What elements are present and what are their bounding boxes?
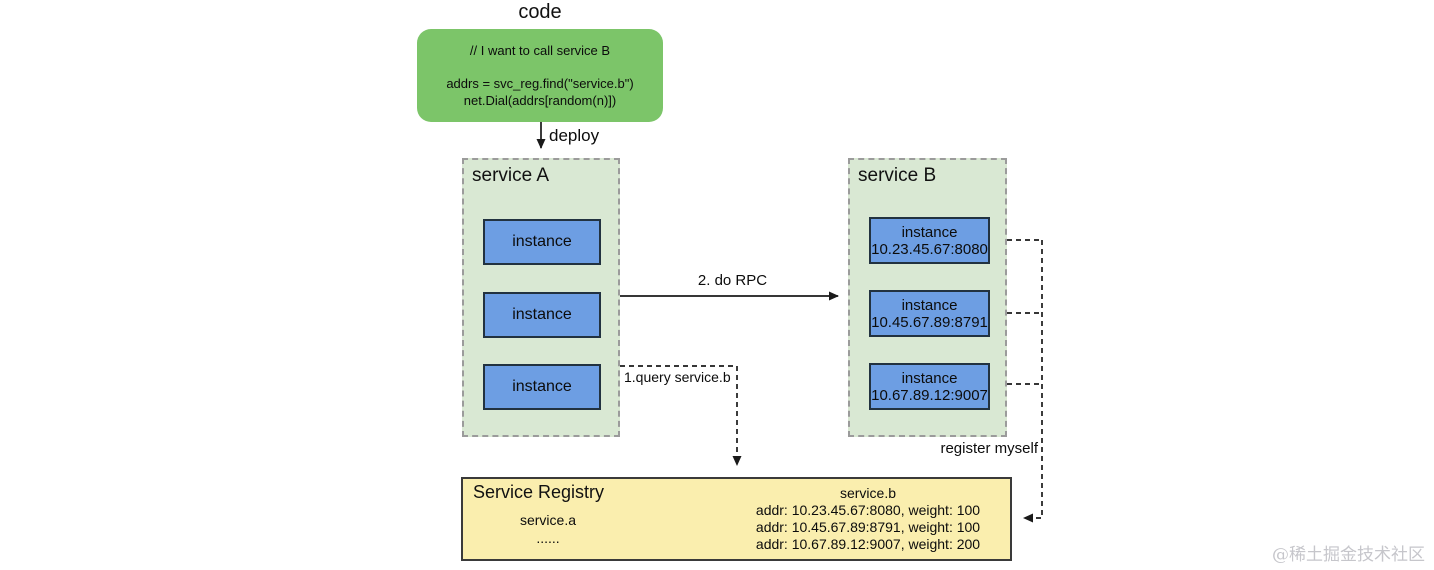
instance-addr: 10.45.67.89:8791 [871, 313, 988, 331]
watermark: @稀土掘金技术社区 [1272, 545, 1425, 565]
service-b-instance-1: instance 10.23.45.67:8080 [869, 217, 990, 264]
service-b-instance-3: instance 10.67.89.12:9007 [869, 363, 990, 410]
query-label: 1.query service.b [624, 369, 731, 385]
registry-service-a-label: service.a [519, 512, 577, 528]
register-arrow [1023, 240, 1043, 523]
service-a-instance-3: instance [483, 364, 601, 410]
service-b-box: service B instance 10.23.45.67:8080 inst… [848, 158, 1007, 437]
registry-addr-1: addr: 10.23.45.67:8080, weight: 100 [755, 502, 981, 518]
service-registry-title: Service Registry [473, 482, 605, 502]
code-box: // I want to call service B addrs = svc_… [417, 29, 663, 122]
registry-addr-3: addr: 10.67.89.12:9007, weight: 200 [755, 536, 981, 552]
service-a-instance-2: instance [483, 292, 601, 338]
code-comment: // I want to call service B [469, 43, 611, 58]
deploy-label: deploy [549, 126, 600, 145]
code-line-2: net.Dial(addrs[random(n)]) [463, 93, 617, 108]
service-a-box: service A instance instance instance [462, 158, 620, 437]
instance-name: instance [901, 296, 958, 314]
registry-addr-2: addr: 10.45.67.89:8791, weight: 100 [755, 519, 981, 535]
service-b-instance-2: instance 10.45.67.89:8791 [869, 290, 990, 337]
instance-name: instance [901, 223, 958, 241]
instance-name: instance [901, 369, 958, 387]
service-b-title: service B [858, 165, 937, 186]
service-registry-box: Service Registry service.a ...... servic… [461, 477, 1012, 561]
registry-service-b-label: service.b [839, 485, 897, 501]
instance-addr: 10.23.45.67:8080 [871, 240, 988, 258]
service-a-title: service A [472, 165, 550, 186]
code-line-1: addrs = svc_reg.find("service.b") [446, 76, 634, 91]
register-myself-label: register myself [940, 440, 1038, 457]
registry-ellipsis: ...... [536, 530, 560, 546]
instance-addr: 10.67.89.12:9007 [871, 386, 988, 404]
registry-service-b-entry: service.b addr: 10.23.45.67:8080, weight… [718, 485, 1018, 553]
code-title: code [518, 1, 562, 23]
do-rpc-label: 2. do RPC [697, 272, 768, 289]
service-a-instance-1: instance [483, 219, 601, 265]
registry-service-a-entry: service.a ...... [483, 511, 613, 547]
